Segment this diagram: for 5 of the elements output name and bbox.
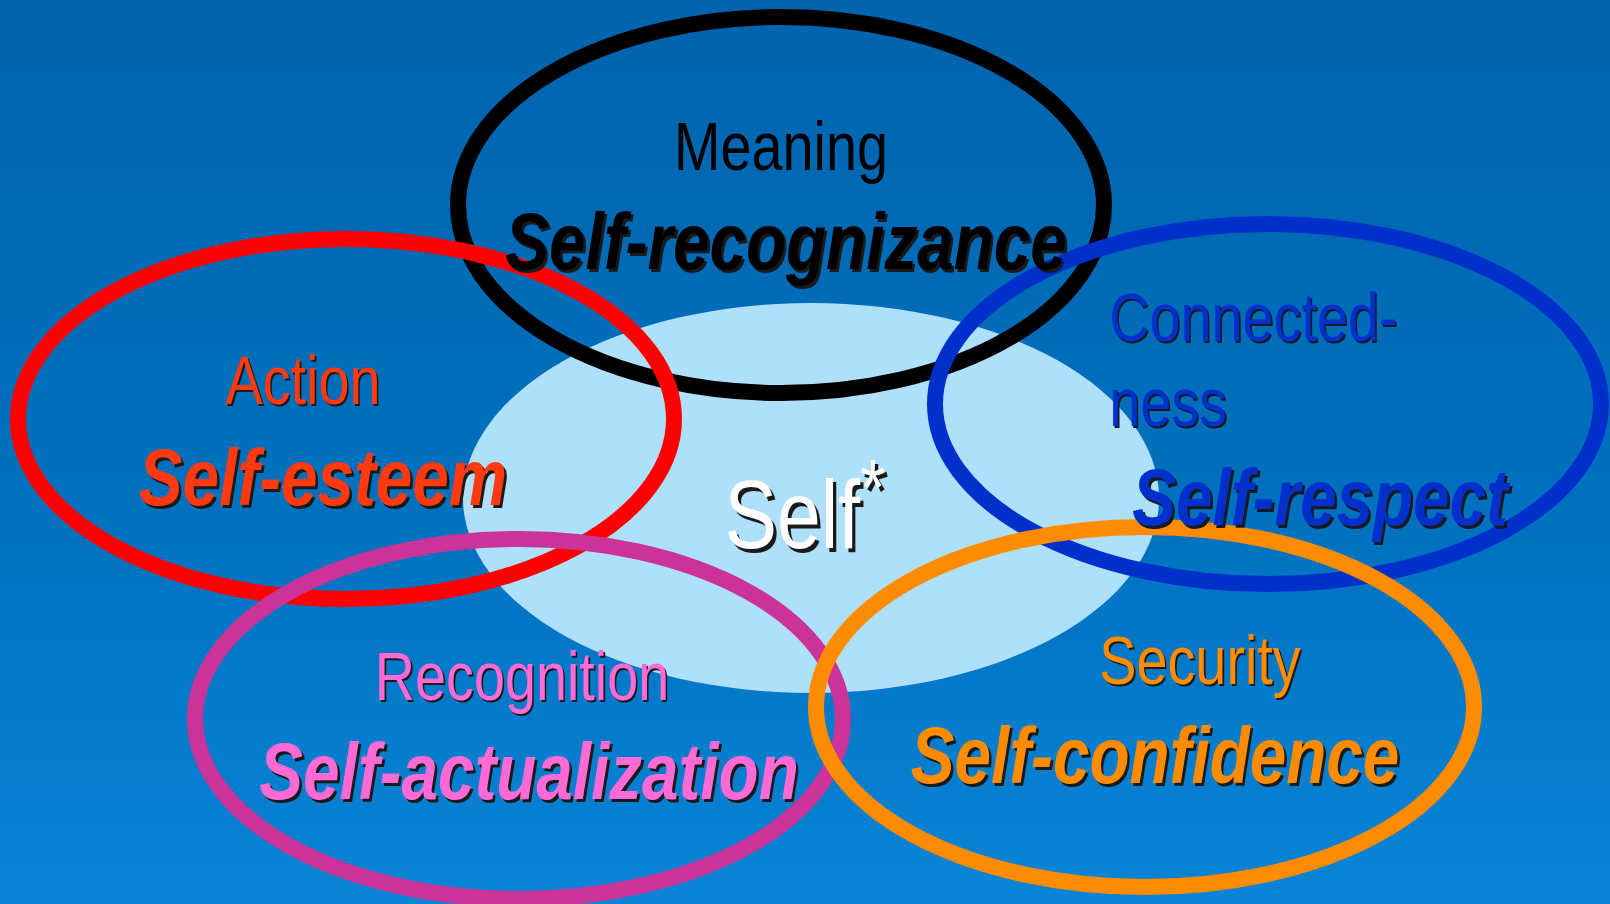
- category-label: Connected- ness: [1109, 278, 1399, 442]
- center-label: Self$^{*}$: [724, 447, 886, 563]
- concept-label: Self-actualization: [259, 732, 799, 812]
- concept-label: Self-confidence: [910, 716, 1400, 796]
- category-label: Action: [225, 346, 381, 414]
